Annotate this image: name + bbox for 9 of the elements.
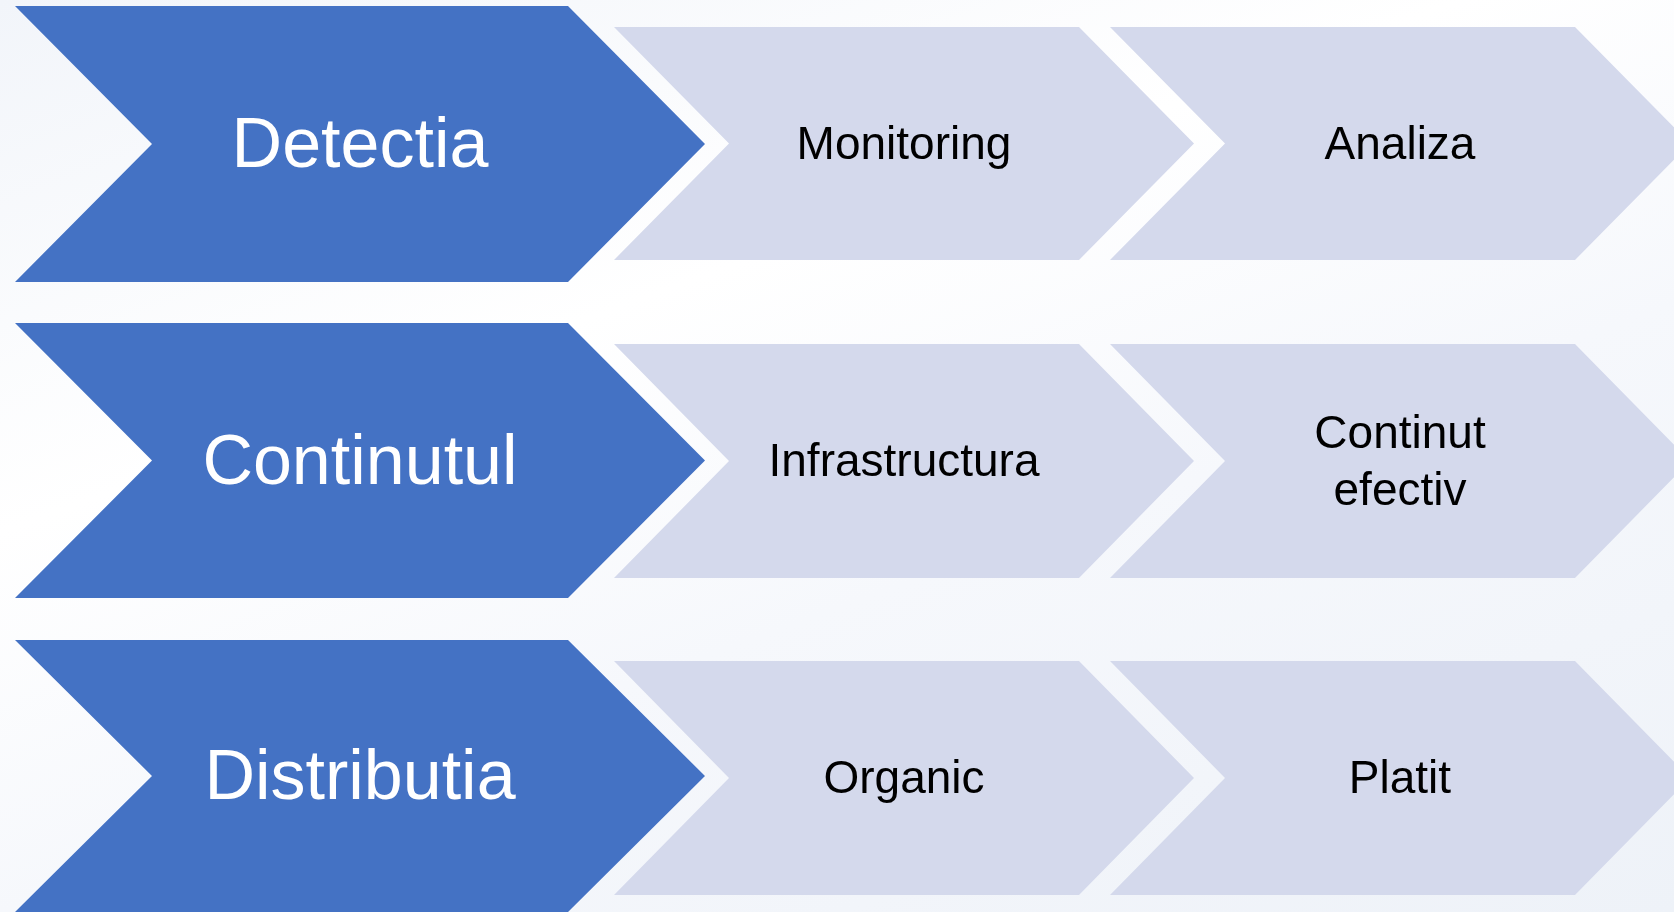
stage-label: Distributia: [204, 735, 516, 817]
step-label: Continut efectiv: [1313, 404, 1487, 517]
step-label: Analiza: [1324, 115, 1476, 171]
step-label: Organic: [823, 750, 985, 806]
step-label: Monitoring: [796, 115, 1012, 171]
step-label: Infrastructura: [768, 433, 1040, 489]
stage-label: Continutul: [202, 419, 518, 501]
stage-label: Detectia: [231, 103, 489, 185]
step-label: Platit: [1348, 750, 1452, 806]
